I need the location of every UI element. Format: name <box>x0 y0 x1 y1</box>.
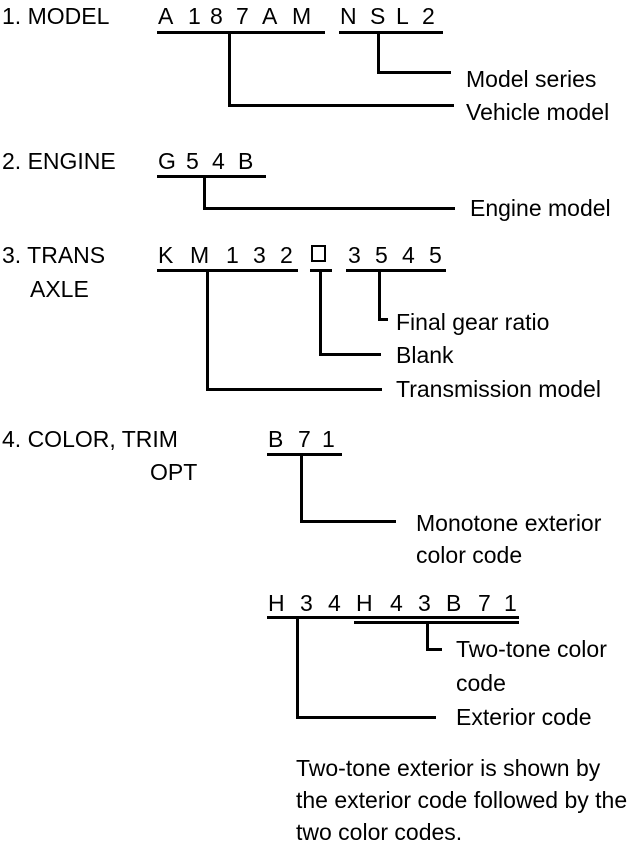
model-code-char: S <box>370 3 386 29</box>
mono-code-char: 1 <box>322 426 335 452</box>
vehicle-model-underline <box>157 31 325 34</box>
model-code-char: 2 <box>422 3 435 29</box>
engine-code-char: B <box>238 148 254 174</box>
blank-leader <box>319 271 322 356</box>
transaxle-code-char: 3 <box>348 242 361 268</box>
model-code-char: A <box>262 3 278 29</box>
engine-leader <box>203 177 206 210</box>
twotone-color-leader <box>426 648 442 651</box>
final-gear-leader <box>378 271 381 321</box>
twotone-color-underline <box>354 621 519 624</box>
transaxle-code-char: 2 <box>280 242 293 268</box>
mono-underline <box>267 453 342 456</box>
transmission-model-callout: Transmission model <box>396 376 601 402</box>
engine-leader <box>203 207 455 210</box>
transmission-underline <box>157 269 298 272</box>
transmission-leader <box>206 388 382 391</box>
exterior-code-leader <box>296 618 299 719</box>
transaxle-label: AXLE <box>30 276 89 302</box>
monotone-callout: Monotone exterior <box>416 510 602 536</box>
transmission-leader <box>206 271 209 391</box>
model-code-char: 7 <box>236 3 249 29</box>
transaxle-code-char: 5 <box>429 242 442 268</box>
color-trim-label: OPT <box>150 459 198 485</box>
mono-code-char: 7 <box>298 426 311 452</box>
twotone-code-char: 3 <box>300 590 313 616</box>
blank-callout: Blank <box>396 342 454 368</box>
final-gear-underline <box>346 269 446 272</box>
exterior-code-callout: Exterior code <box>456 704 592 730</box>
engine-underline <box>157 175 266 178</box>
transaxle-code-char: 4 <box>402 242 415 268</box>
model-series-leader <box>377 71 451 74</box>
twotone-note: Two-tone exterior is shown by the exteri… <box>296 755 628 845</box>
model-series-leader <box>377 33 380 74</box>
twotone-code-char: 4 <box>328 590 341 616</box>
transaxle-label: 3. TRANS <box>2 242 106 268</box>
engine-code-char: G <box>158 148 176 174</box>
twotone-underline <box>267 616 519 619</box>
twotone-code-char: 7 <box>478 590 491 616</box>
mono-code-char: B <box>268 426 284 452</box>
blank-box <box>311 245 326 262</box>
monotone-callout: color code <box>416 542 523 568</box>
twotone-code-char: H <box>356 590 373 616</box>
engine-model-callout: Engine model <box>470 195 611 221</box>
engine-code-char: 4 <box>212 148 225 174</box>
model-code-char: M <box>292 3 312 29</box>
twotone-color-callout: Two-tone color <box>456 636 607 662</box>
transaxle-code-char: 3 <box>253 242 266 268</box>
engine-code-char: 5 <box>186 148 199 174</box>
transaxle-code-char: 5 <box>375 242 388 268</box>
blank-underline <box>310 269 332 272</box>
vehicle-model-callout: Vehicle model <box>466 99 610 125</box>
mono-leader <box>300 520 396 523</box>
model-code-char: A <box>158 3 174 29</box>
twotone-color-leader <box>426 623 429 651</box>
transaxle-code-char: 1 <box>226 242 239 268</box>
model-series-underline <box>339 31 443 34</box>
final-gear-leader <box>378 318 388 321</box>
twotone-code-char: 3 <box>418 590 431 616</box>
model-code-char: 8 <box>210 3 223 29</box>
blank-leader <box>319 353 381 356</box>
twotone-code-char: H <box>268 590 285 616</box>
model-code-char: 1 <box>188 3 201 29</box>
twotone-code-char: 4 <box>390 590 403 616</box>
transaxle-code-char: M <box>190 242 210 268</box>
vehicle-model-leader <box>228 104 454 107</box>
transaxle-code-char: K <box>158 242 174 268</box>
twotone-color-callout: code <box>456 670 506 696</box>
twotone-code-char: 1 <box>504 590 517 616</box>
model-series-callout: Model series <box>466 66 597 92</box>
model-code-char: N <box>340 3 357 29</box>
final-gear-ratio-callout: Final gear ratio <box>396 309 550 335</box>
engine-label: 2. ENGINE <box>2 148 116 174</box>
model-code-char: L <box>396 3 409 29</box>
vehicle-model-leader <box>228 33 231 107</box>
model-label: 1. MODEL <box>2 3 110 29</box>
mono-leader <box>300 455 303 523</box>
exterior-code-leader <box>296 716 436 719</box>
twotone-code-char: B <box>446 590 462 616</box>
color-trim-label: 4. COLOR, TRIM <box>2 426 178 452</box>
